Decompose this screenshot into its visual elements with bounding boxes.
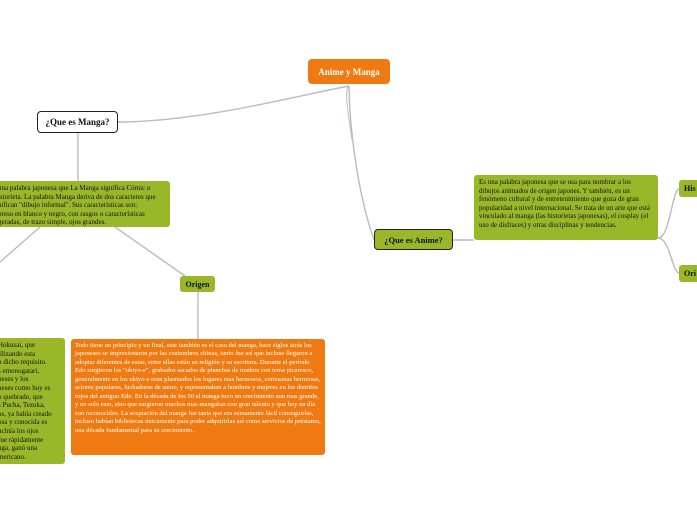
anime-subtopic-origen-partial[interactable]: Ori [679, 265, 697, 282]
history-note-partial[interactable]: Hokusai, que tilizando esta n dicho requ… [0, 338, 65, 464]
root-node-anime-y-manga[interactable]: Anime y Manga [308, 59, 390, 84]
anime-definition-text: Es una palabra japonesa que se usa para … [479, 178, 650, 229]
subtopic-origen[interactable]: Origen [180, 276, 215, 292]
origen-partial-label: Ori [684, 269, 696, 278]
history-note-text: Hokusai, que tilizando esta n dicho requ… [0, 341, 52, 461]
anime-subtopic-historia-partial[interactable]: His [679, 180, 697, 197]
anime-definition-note[interactable]: Es una palabra japonesa que se usa para … [474, 175, 658, 240]
manga-definition-note[interactable]: una palabra japonesa que La Manga signif… [0, 181, 170, 227]
origen-description-note[interactable]: Todo tiene un principio y un final, este… [71, 339, 325, 455]
topic-que-es-manga[interactable]: ¿Que es Manga? [37, 111, 118, 133]
manga-definition-text: una palabra japonesa que La Manga signif… [0, 184, 156, 227]
origen-description-text: Todo tiene un principio y un final, este… [75, 342, 321, 434]
origen-label: Origen [185, 279, 210, 289]
anime-topic-label: ¿Que es Anime? [384, 234, 443, 245]
manga-topic-label: ¿Que es Manga? [45, 117, 110, 127]
root-label: Anime y Manga [318, 66, 380, 77]
topic-que-es-anime[interactable]: ¿Que es Anime? [374, 229, 453, 250]
historia-partial-label: His [684, 184, 696, 193]
